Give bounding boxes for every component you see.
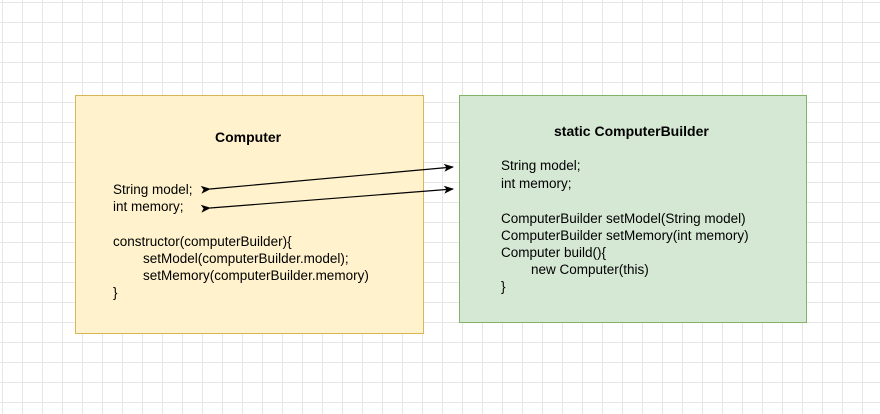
computer-field-model: String model;	[113, 182, 193, 197]
computer-field-memory: int memory;	[113, 199, 184, 214]
builder-set-model-method: ComputerBuilder setModel(String model)	[501, 211, 746, 226]
computer-constructor-end: }	[113, 285, 118, 300]
builder-build-method: Computer build(){	[501, 245, 607, 260]
computer-class-title: Computer	[215, 129, 282, 145]
builder-build-end: }	[501, 279, 506, 294]
computer-constructor: constructor(computerBuilder){	[113, 234, 292, 249]
builder-new-computer: new Computer(this)	[501, 262, 649, 277]
computer-builder-class-title: static ComputerBuilder	[554, 123, 709, 139]
builder-set-memory-method: ComputerBuilder setMemory(int memory)	[501, 228, 749, 243]
memory-connector-arrow[interactable]	[200, 185, 454, 213]
model-connector-arrow[interactable]	[200, 163, 454, 194]
computer-builder-class-box[interactable]	[459, 95, 807, 323]
builder-field-model: String model;	[501, 158, 581, 173]
computer-set-memory-call: setMemory(computerBuilder.memory)	[113, 268, 369, 283]
builder-field-memory: int memory;	[501, 176, 572, 191]
computer-set-model-call: setModel(computerBuilder.model);	[113, 251, 349, 266]
computer-class-box[interactable]	[75, 95, 424, 334]
